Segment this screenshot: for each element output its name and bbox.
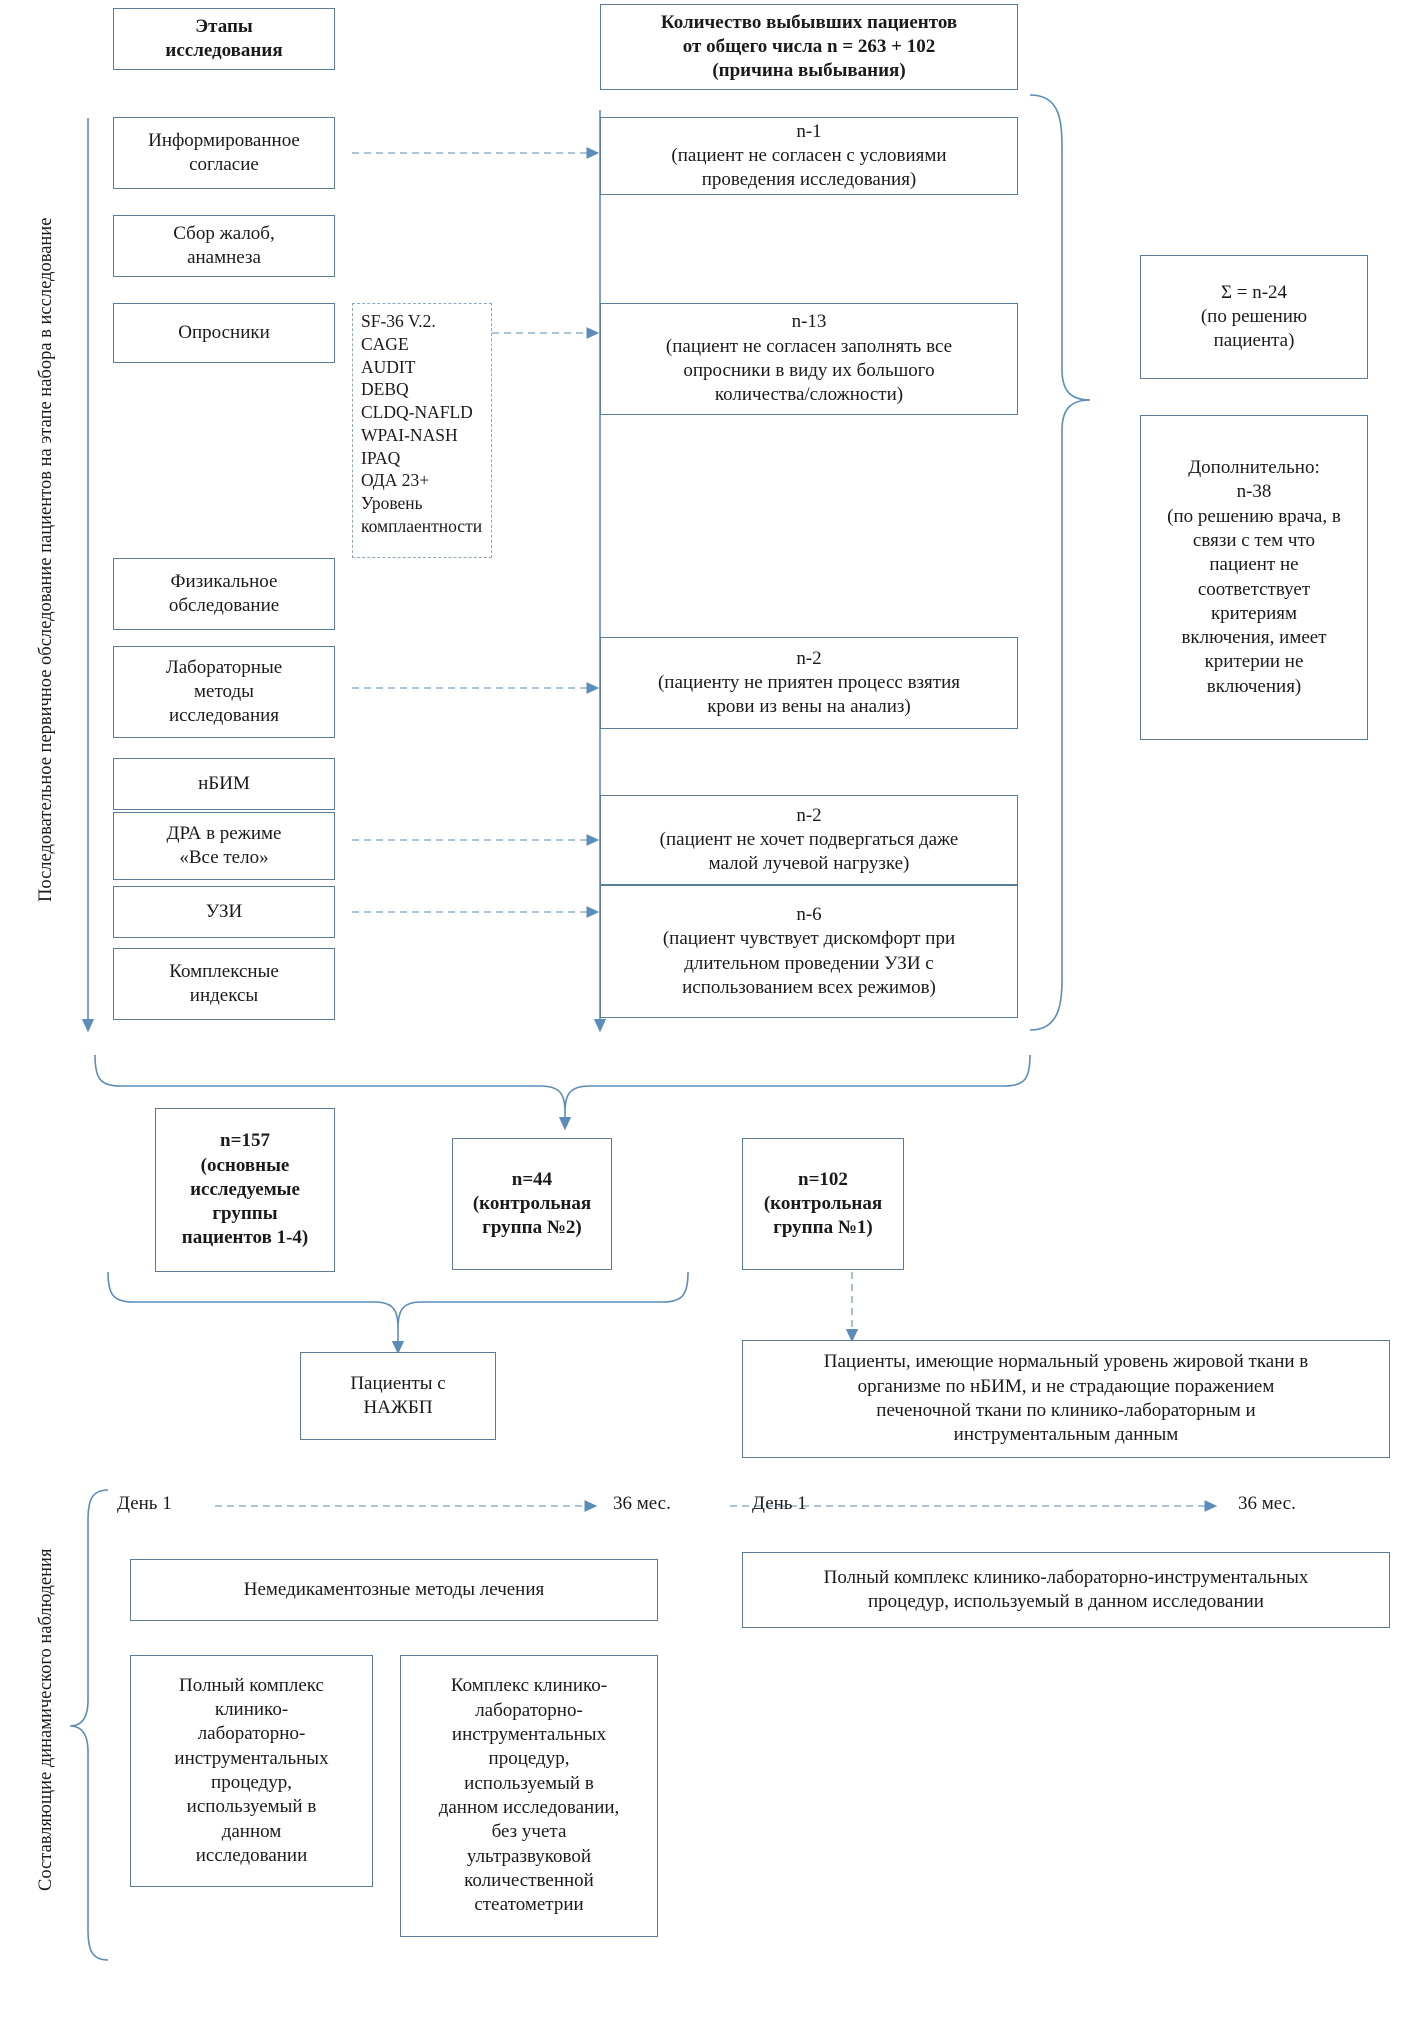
stage-box-complaints[interactable]: Сбор жалоб, анамнеза — [113, 215, 335, 277]
timeline-left-end: 36 мес. — [613, 1493, 671, 1514]
stage-box-indices[interactable]: Комплексные индексы — [113, 948, 335, 1020]
outcome-box-nafld[interactable]: Пациенты с НАЖБП — [300, 1352, 496, 1440]
dropout-box-n2-blood[interactable]: n-2 (пациенту не приятен процесс взятия … — [600, 637, 1018, 729]
group-box-control-1[interactable]: n=102 (контрольная группа №1) — [742, 1138, 904, 1270]
dropout-box-n2-radiation[interactable]: n-2 (пациент не хочет подвергаться даже … — [600, 795, 1018, 885]
questionnaire-list-box: SF-36 V.2. CAGE AUDIT DEBQ CLDQ-NAFLD WP… — [352, 303, 492, 558]
side-label-enrolment: Последовательное первичное обследование … — [36, 217, 56, 903]
stage-box-questionnaires[interactable]: Опросники — [113, 303, 335, 363]
side-label-followup: Составляющие динамического наблюдения — [36, 1548, 56, 1892]
stage-box-physical[interactable]: Физикальное обследование — [113, 558, 335, 630]
followup-box-right-complex[interactable]: Полный комплекс клинико-лабораторно-инст… — [742, 1552, 1390, 1628]
timeline-left-start: День 1 — [117, 1493, 172, 1514]
summary-box-doctor-decision[interactable]: Дополнительно: n-38 (по решению врача, в… — [1140, 415, 1368, 740]
header-stages: Этапы исследования — [113, 8, 335, 70]
stage-box-consent[interactable]: Информированное согласие — [113, 117, 335, 189]
stage-box-nbim[interactable]: нБИМ — [113, 758, 335, 810]
stage-box-lab[interactable]: Лабораторные методы исследования — [113, 646, 335, 738]
summary-box-patient-decision[interactable]: Σ = n-24 (по решению пациента) — [1140, 255, 1368, 379]
group-box-control-2[interactable]: n=44 (контрольная группа №2) — [452, 1138, 612, 1270]
timeline-right-end: 36 мес. — [1238, 1493, 1296, 1514]
followup-box-reduced-complex[interactable]: Комплекс клинико- лабораторно- инструмен… — [400, 1655, 658, 1937]
followup-box-full-complex[interactable]: Полный комплекс клинико- лабораторно- ин… — [130, 1655, 373, 1887]
header-dropouts: Количество выбывших пациентов от общего … — [600, 4, 1018, 90]
stage-box-dxa[interactable]: ДРА в режиме «Все тело» — [113, 812, 335, 880]
dropout-box-n1[interactable]: n-1 (пациент не согласен с условиями про… — [600, 117, 1018, 195]
dropout-box-n6-usg[interactable]: n-6 (пациент чувствует дискомфорт при дл… — [600, 885, 1018, 1018]
group-box-main[interactable]: n=157 (основные исследуемые группы пацие… — [155, 1108, 335, 1272]
outcome-box-control-description[interactable]: Пациенты, имеющие нормальный уровень жир… — [742, 1340, 1390, 1458]
followup-box-nonpharma[interactable]: Немедикаментозные методы лечения — [130, 1559, 658, 1621]
stage-box-usg[interactable]: УЗИ — [113, 886, 335, 938]
dropout-box-n13[interactable]: n-13 (пациент не согласен заполнять все … — [600, 303, 1018, 415]
timeline-right-start: День 1 — [752, 1493, 807, 1514]
